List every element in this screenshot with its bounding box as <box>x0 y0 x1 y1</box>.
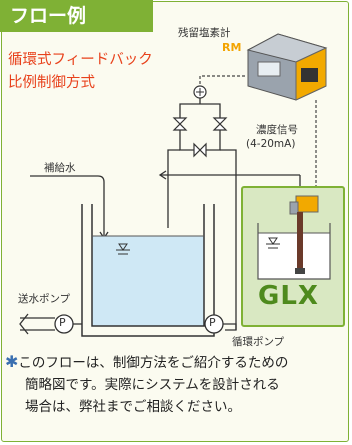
pump-icon <box>54 314 74 334</box>
valve-icon <box>172 117 188 131</box>
subtitle-line2: 比例制御方式 <box>8 75 95 91</box>
glx-logo: GLX <box>258 281 319 311</box>
footnote: ✱このフローは、制御方法をご紹介するための 簡略図です。実際にシステムを設計され… <box>5 351 345 418</box>
circulation-pump-label: 循環ポンプ <box>232 336 285 348</box>
panel-title: フロー例 <box>0 0 153 32</box>
makeup-water-label: 補給水 <box>44 162 76 174</box>
asterisk-icon: ✱ <box>5 352 19 371</box>
circulation-pump-letter: P <box>209 316 216 329</box>
residual-chlorine-meter-icon <box>246 33 328 101</box>
valve-icon <box>212 117 228 131</box>
signal-range-label: (4-20mA) <box>246 138 296 150</box>
residual-meter-label: 残留塩素計 <box>178 27 231 39</box>
footnote-line2: 簡略図です。実際にシステムを設計される <box>25 377 280 393</box>
sensor-tank <box>257 223 331 280</box>
valve-icon <box>193 142 207 158</box>
control-method-label: 循環式フィードバック 比例制御方式 <box>8 49 153 95</box>
subtitle-line1: 循環式フィードバック <box>8 52 153 68</box>
footnote-line1: このフローは、制御方法をご紹介するための <box>18 355 289 371</box>
rm-label: RM <box>222 41 242 54</box>
feed-pump-letter: P <box>59 316 66 329</box>
concentration-signal-label: 濃度信号 <box>256 124 298 136</box>
sensor-probe-icon <box>289 195 319 274</box>
main-tank <box>81 204 215 337</box>
flow-indicator-icon <box>193 85 207 99</box>
footnote-line3: 場合は、弊社までご相談ください。 <box>25 399 241 415</box>
feed-pump-label: 送水ポンプ <box>18 293 71 305</box>
